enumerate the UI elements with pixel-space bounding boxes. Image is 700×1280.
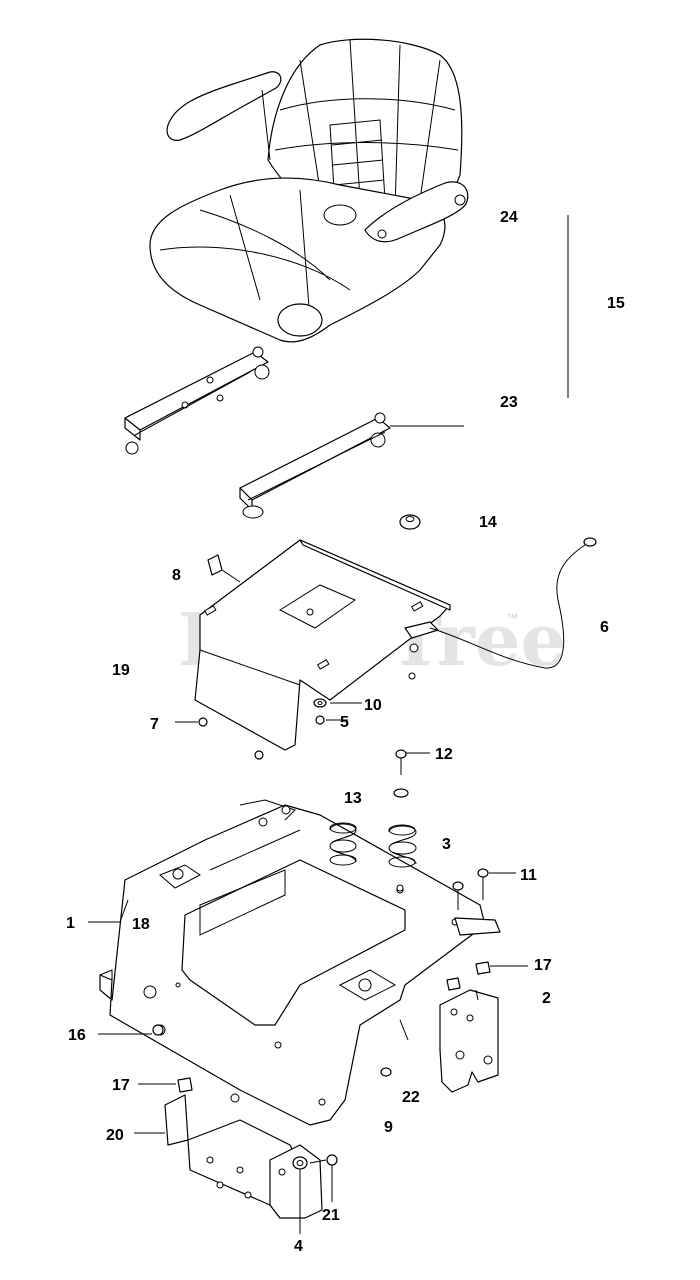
label-16: 16 (68, 1027, 86, 1044)
seat-slide-right (239, 412, 391, 519)
nut-part-5 (315, 715, 325, 725)
spring-part-3 (388, 824, 417, 892)
label-19: 19 (112, 662, 130, 679)
label-23: 23 (500, 394, 518, 411)
nut-part-underpan (254, 750, 264, 760)
nut-part-7 (198, 717, 208, 727)
label-11: 11 (520, 867, 537, 884)
label-3: 3 (442, 836, 451, 853)
label-14: 14 (479, 514, 497, 531)
seat-pan-part (194, 539, 451, 751)
bracket-part-2 (439, 989, 499, 1093)
label-20: 20 (106, 1127, 124, 1144)
label-24: 24 (500, 209, 518, 226)
nut-part-4 (292, 1156, 308, 1170)
label-5: 5 (340, 714, 349, 731)
washer-part-21 (326, 1154, 338, 1166)
watermark-trademark: ™ (506, 611, 518, 625)
bolt-part-12 (393, 749, 409, 798)
label-2: 2 (542, 990, 551, 1007)
label-15: 15 (607, 295, 625, 312)
nut-part-17-left (177, 1077, 193, 1093)
label-18: 18 (132, 916, 150, 933)
clip-part-8 (207, 554, 241, 583)
label-22: 22 (402, 1089, 420, 1106)
label-7: 7 (150, 716, 159, 733)
seat-slide-left (124, 346, 270, 455)
nut-part-16 (152, 1024, 164, 1036)
label-6: 6 (600, 619, 609, 636)
label-1: 1 (66, 915, 75, 932)
seat-pedestal-frame (99, 799, 501, 1126)
label-10: 10 (364, 697, 382, 714)
label-17-right: 17 (534, 957, 552, 974)
washer-part-10 (313, 698, 327, 708)
bumper-part-14 (399, 514, 421, 530)
label-12: 12 (435, 746, 453, 763)
label-4: 4 (294, 1238, 303, 1255)
label-9: 9 (384, 1119, 393, 1136)
label-21: 21 (322, 1207, 340, 1224)
bolt-part-22 (380, 1019, 409, 1077)
switch-harness-part-6 (404, 537, 597, 680)
bolt-part-11 (452, 868, 489, 910)
label-8: 8 (172, 567, 181, 584)
spring-part-13 (329, 822, 357, 866)
nut-part-17-right (446, 961, 491, 991)
seat-part (149, 38, 469, 343)
label-17-left: 17 (112, 1077, 130, 1094)
label-13: 13 (344, 790, 362, 807)
lower-bracket-part-20 (164, 1094, 323, 1219)
